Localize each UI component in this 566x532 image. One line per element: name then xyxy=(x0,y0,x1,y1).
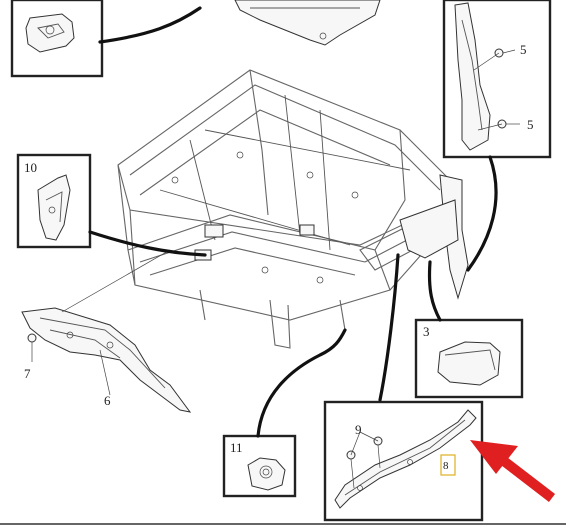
leader-6 xyxy=(99,349,111,396)
callout-box-11 xyxy=(222,434,297,498)
leader-3 xyxy=(427,260,442,322)
leader-5 xyxy=(466,155,498,272)
part-8-highlight xyxy=(440,454,456,476)
part-6-bracket xyxy=(21,307,192,413)
callout-box-10 xyxy=(16,153,92,249)
callout-5-lower-label: 5 xyxy=(527,117,534,132)
callout-9-label: 9 xyxy=(355,422,362,437)
callout-10-label: 10 xyxy=(24,160,37,175)
callout-3-label: 3 xyxy=(423,324,430,339)
leader-6-to-frame xyxy=(61,249,171,313)
callout-11-label: 11 xyxy=(230,440,243,455)
callout-box-3 xyxy=(414,318,524,399)
leader-top-left xyxy=(98,6,202,44)
callout-box-8-9 xyxy=(323,400,484,522)
callout-8-label: 8 xyxy=(443,460,449,472)
callout-5-upper-label: 5 xyxy=(520,42,527,57)
callout-7-label: 7 xyxy=(24,366,31,381)
callout-box-top-left xyxy=(10,0,104,78)
leader-11 xyxy=(256,328,347,438)
leader-8 xyxy=(378,253,400,402)
part-7-nut xyxy=(27,333,37,362)
top-plate-part xyxy=(234,0,381,46)
front-structure-assembly xyxy=(117,69,461,349)
callout-box-5 xyxy=(442,0,552,159)
callout-6-label: 6 xyxy=(104,393,111,408)
red-arrow-pointer xyxy=(470,440,556,502)
right-side-member xyxy=(399,174,469,300)
leader-10 xyxy=(88,230,207,257)
